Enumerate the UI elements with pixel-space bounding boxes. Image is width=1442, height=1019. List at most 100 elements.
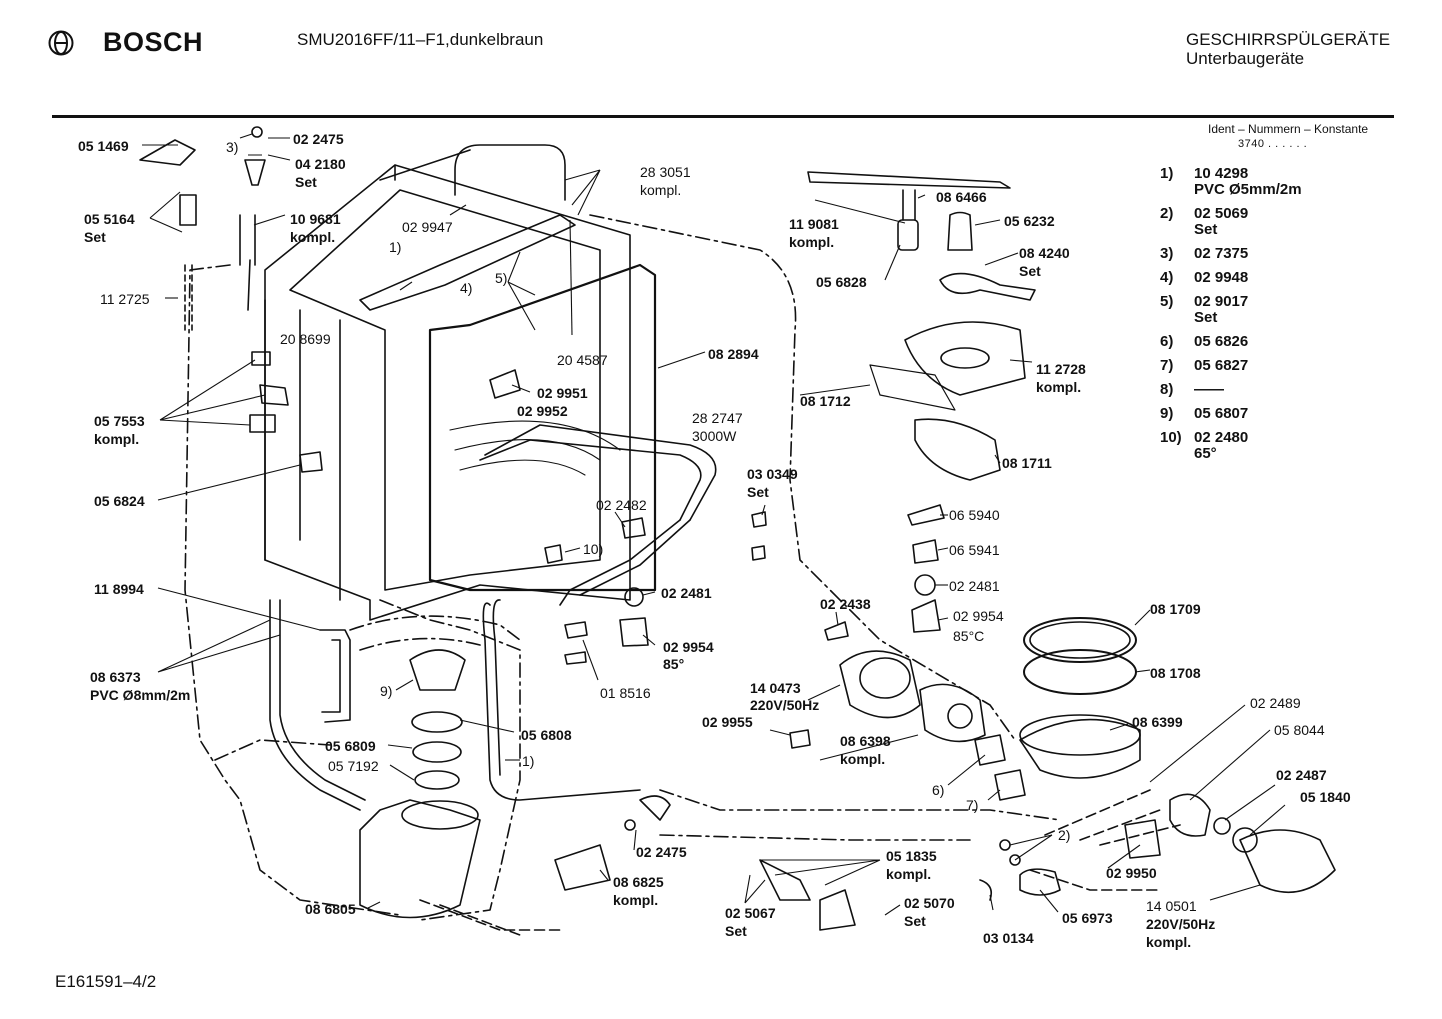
ring-081709 (1023, 617, 1137, 663)
part-label-n3: 3) (226, 139, 239, 155)
part-label-p086466: 08 6466 (936, 189, 987, 205)
legend-item-number: 9) (1160, 405, 1174, 422)
part-label-p283051: 28 3051 (640, 164, 691, 180)
legend-item: 7)05 6827 (1160, 358, 1302, 374)
part-label-p109681k: kompl. (290, 229, 336, 245)
coarse-filter (914, 418, 1001, 481)
ring-2a (999, 839, 1011, 851)
legend-item-number: 10) (1160, 429, 1182, 446)
ring-081708 (1023, 649, 1137, 695)
part-label-p081708: 08 1708 (1150, 665, 1201, 681)
screw-042180 (244, 159, 266, 186)
brand-name: BOSCH (103, 27, 204, 57)
part-label-p042180: 04 2180 (295, 156, 346, 172)
spray-rail (359, 214, 576, 311)
part-label-p282747: 28 2747 (692, 410, 743, 426)
gasket-1 (411, 711, 463, 733)
heater-element (479, 424, 717, 521)
ring-022481 (914, 574, 936, 596)
support-arm (939, 272, 1036, 301)
motor-140473 (839, 650, 921, 719)
impeller-051840 (1232, 827, 1258, 853)
part-label-p086373: 08 6373 (90, 669, 141, 685)
spray-cap (947, 211, 973, 251)
bosch-logo-icon (48, 30, 74, 56)
tub-frame-inner (289, 189, 601, 591)
part-label-n1a: 1) (389, 239, 402, 255)
clip-065940 (907, 504, 945, 526)
part-label-p029947: 02 9947 (402, 219, 453, 235)
part-label-p112728k: kompl. (1036, 379, 1082, 395)
micro-filter (869, 364, 956, 411)
category-title: GESCHIRRSPÜLGERÄTE Unterbaugeräte (1186, 30, 1390, 68)
part-label-p029954a: 02 9954 (663, 639, 714, 655)
part-label-n7: 7) (966, 797, 979, 813)
legend-item-value: 10 4298 (1194, 165, 1249, 182)
part-label-p056809: 05 6809 (325, 738, 376, 754)
part-label-p140501: 14 0501 (1146, 898, 1197, 914)
part-label-p112725: 11 2725 (100, 291, 150, 307)
dashed-link-1 (659, 834, 971, 841)
sleeve-055164 (179, 194, 197, 226)
ring-022481b (624, 587, 644, 607)
legend-item-value: Set (1194, 221, 1218, 238)
part-label-p140473: 14 0473 (750, 680, 801, 696)
dashed-outline-5 (349, 615, 521, 651)
part-label-n6: 6) (932, 782, 945, 798)
part-label-p030134: 03 0134 (983, 930, 1034, 946)
legend-item-value: Set (1194, 309, 1218, 326)
drawing-id: E161591–4/2 (55, 972, 157, 991)
clip-030134 (979, 879, 993, 901)
legend-item: 8)—— (1160, 382, 1302, 398)
part-030349 (751, 511, 767, 561)
part-label-p055164set: Set (84, 229, 106, 245)
legend-item-values: 02 7375 (1194, 246, 1248, 262)
part-label-p057553: 05 7553 (94, 413, 145, 429)
part-label-p025067set: Set (725, 923, 747, 939)
part-label-p082894: 08 2894 (708, 346, 759, 362)
bracket-025070 (819, 889, 856, 931)
clamp-057553c (249, 414, 276, 433)
legend-item-number: 1) (1160, 165, 1174, 182)
legend-item-number: 5) (1160, 293, 1174, 310)
part-label-p086373pvc: PVC Ø8mm/2m (90, 687, 191, 703)
clip-065941 (912, 539, 939, 564)
drain-pump-140501 (1239, 829, 1336, 893)
part-label-p022481b: 02 2481 (949, 578, 1000, 594)
sump (359, 799, 481, 919)
spray-arm (807, 171, 1011, 189)
legend-item-number: 7) (1160, 357, 1174, 374)
part-label-n9: 9) (380, 683, 393, 699)
part-label-p118994: 11 8994 (94, 581, 144, 597)
heater-end (559, 519, 691, 606)
part-label-p029954a85: 85° (663, 656, 685, 672)
part-label-p051835k: kompl. (886, 866, 932, 882)
legend-item-number: 4) (1160, 269, 1174, 286)
legend-item: 6)05 6826 (1160, 334, 1302, 350)
part-label-p140473v: 220V/50Hz (750, 697, 820, 713)
legend-item-value: PVC Ø5mm/2m (1194, 181, 1302, 198)
legend-item-number: 6) (1160, 333, 1174, 350)
seal-029950 (1124, 819, 1161, 859)
legend-item-number: 3) (1160, 245, 1174, 262)
dashed-outline (589, 214, 1016, 741)
part-label-p057553k: kompl. (94, 431, 140, 447)
part-label-n2: 2) (1058, 827, 1071, 843)
ring-022475 (624, 819, 636, 831)
legend-item: 4)02 9948 (1160, 270, 1302, 286)
pump-086398 (919, 683, 986, 743)
fine-filter (904, 321, 1026, 396)
tub-frame (264, 164, 631, 621)
sump-floor (449, 420, 621, 476)
part-label-p109681: 10 9681 (290, 211, 341, 227)
part-label-p086825: 08 6825 (613, 874, 664, 890)
part-label-p086398k: kompl. (840, 751, 886, 767)
part-label-p022475a: 02 2475 (293, 131, 344, 147)
part-022482 (621, 517, 646, 539)
part-label-p056828: 05 6828 (816, 274, 867, 290)
part-label-p086805: 08 6805 (305, 901, 356, 917)
